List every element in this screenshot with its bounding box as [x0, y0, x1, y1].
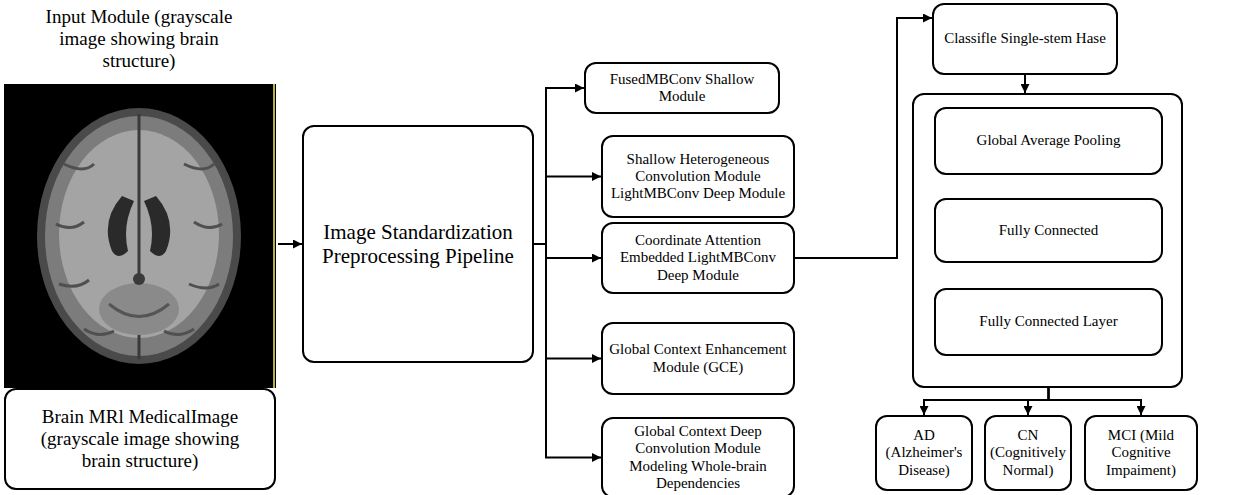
node-label: Image Standardization Preprocessing Pipe…: [318, 220, 518, 268]
node-label: Global Context Deep Convolution Module M…: [609, 423, 787, 492]
node-label: Coordinate Attention Embedded LightMBCon…: [609, 232, 787, 284]
flow-arrow: [278, 243, 302, 245]
layer-box: Fully Connected: [934, 198, 1163, 263]
module-box: Shallow Heterogeneous Convolution Module…: [601, 135, 795, 218]
node-label: Classifle Single-stem Hase: [944, 30, 1106, 47]
node-label: FusedMBConv Shallow Module: [592, 71, 772, 106]
node-label: Global Average Pooling: [977, 132, 1121, 149]
image-caption-box: Brain MRl MedicalImage (grayscale image …: [4, 388, 276, 490]
class-output: AD (Alzheimer's Disease): [875, 415, 973, 491]
module-heading: Input Module (grayscale image showing br…: [32, 0, 247, 72]
node-label: Fully Connected Layer: [979, 313, 1117, 330]
flow-arrow: [534, 244, 601, 258]
node-label: Shallow Heterogeneous Convolution Module…: [609, 151, 787, 203]
brain-mri-image: [4, 84, 276, 388]
flow-arrow: [534, 244, 601, 359]
module-box: FusedMBConv Shallow Module: [584, 62, 780, 114]
class-output: CN (Cognitively Normal): [984, 415, 1072, 491]
classifier-group: Global Average PoolingFully ConnectedFul…: [912, 93, 1183, 388]
node-label: Global Context Enhancement Module (GCE): [609, 341, 787, 376]
node-label: AD (Alzheimer's Disease): [883, 427, 965, 479]
module-box: Global Context Deep Convolution Module M…: [601, 417, 795, 495]
module-box: Coordinate Attention Embedded LightMBCon…: [601, 222, 795, 294]
layer-box: Fully Connected Layer: [934, 288, 1163, 356]
process-box: Image Standardization Preprocessing Pipe…: [302, 125, 534, 363]
flow-arrow: [534, 244, 601, 458]
flow-arrow: [534, 177, 601, 245]
input-module: Input Module (grayscale image showing br…: [0, 0, 278, 492]
flow-arrow: [1024, 75, 1026, 93]
node-label: CN (Cognitively Normal): [990, 427, 1066, 479]
node-label: Fully Connected: [999, 222, 1099, 239]
module-box: Global Context Enhancement Module (GCE): [601, 322, 795, 395]
layer-box: Global Average Pooling: [934, 107, 1163, 175]
classifier-box: Classifle Single-stem Hase: [932, 3, 1118, 75]
node-label: Brain MRl MedicalImage (grayscale image …: [33, 406, 248, 472]
node-label: MCI (Mild Cognitive Impaiment): [1092, 427, 1190, 479]
flow-arrow: [534, 88, 584, 244]
class-output: MCI (Mild Cognitive Impaiment): [1084, 415, 1198, 491]
